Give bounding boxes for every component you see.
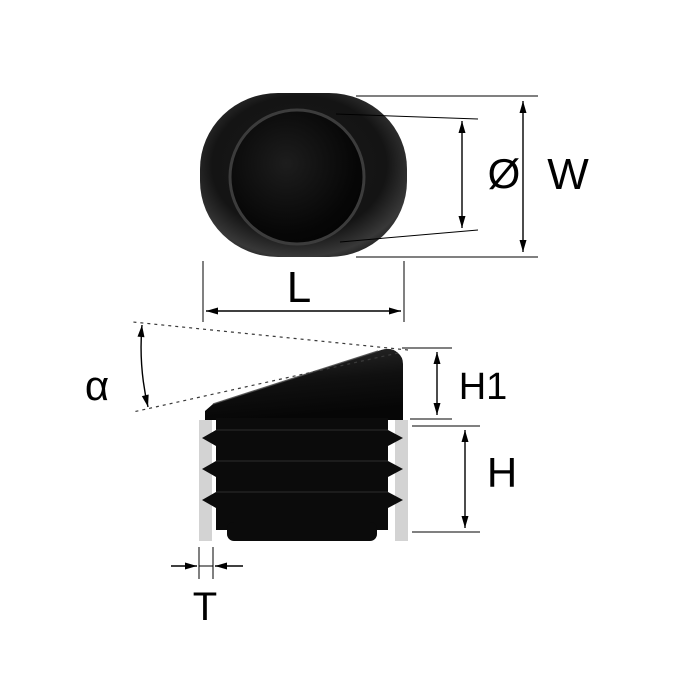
dia-extension-bottom <box>339 229 479 243</box>
rib-fin-2 <box>202 461 403 477</box>
length-label: L <box>287 263 311 312</box>
tube-wall-right <box>395 420 408 541</box>
angle-arc <box>137 324 149 408</box>
angle-dimension: α <box>85 321 409 413</box>
h1-label: H1 <box>459 366 508 408</box>
dimensions-top-view: Ø W L <box>202 95 589 322</box>
width-label: W <box>547 150 589 199</box>
head-slant-highlight <box>212 350 379 405</box>
angle-construction-slant <box>132 352 399 413</box>
side-view <box>199 348 408 541</box>
rib-fin-1 <box>202 430 403 446</box>
rib-fin-3 <box>202 492 403 508</box>
angle-construction-top <box>132 321 409 351</box>
t-label: T <box>193 585 217 629</box>
dimensions-side-view: H1 H T <box>171 347 517 629</box>
h-label: H <box>487 449 517 496</box>
angle-label: α <box>85 362 109 409</box>
rib-edge-highlights <box>216 429 388 493</box>
diameter-label: Ø <box>488 150 521 197</box>
tube-wall-left <box>199 420 212 541</box>
top-view-center-hole <box>228 108 366 246</box>
insert-base-foot <box>227 522 377 541</box>
dia-extension-top <box>335 113 479 120</box>
top-view <box>200 93 407 257</box>
insert-slanted-head <box>205 348 403 420</box>
